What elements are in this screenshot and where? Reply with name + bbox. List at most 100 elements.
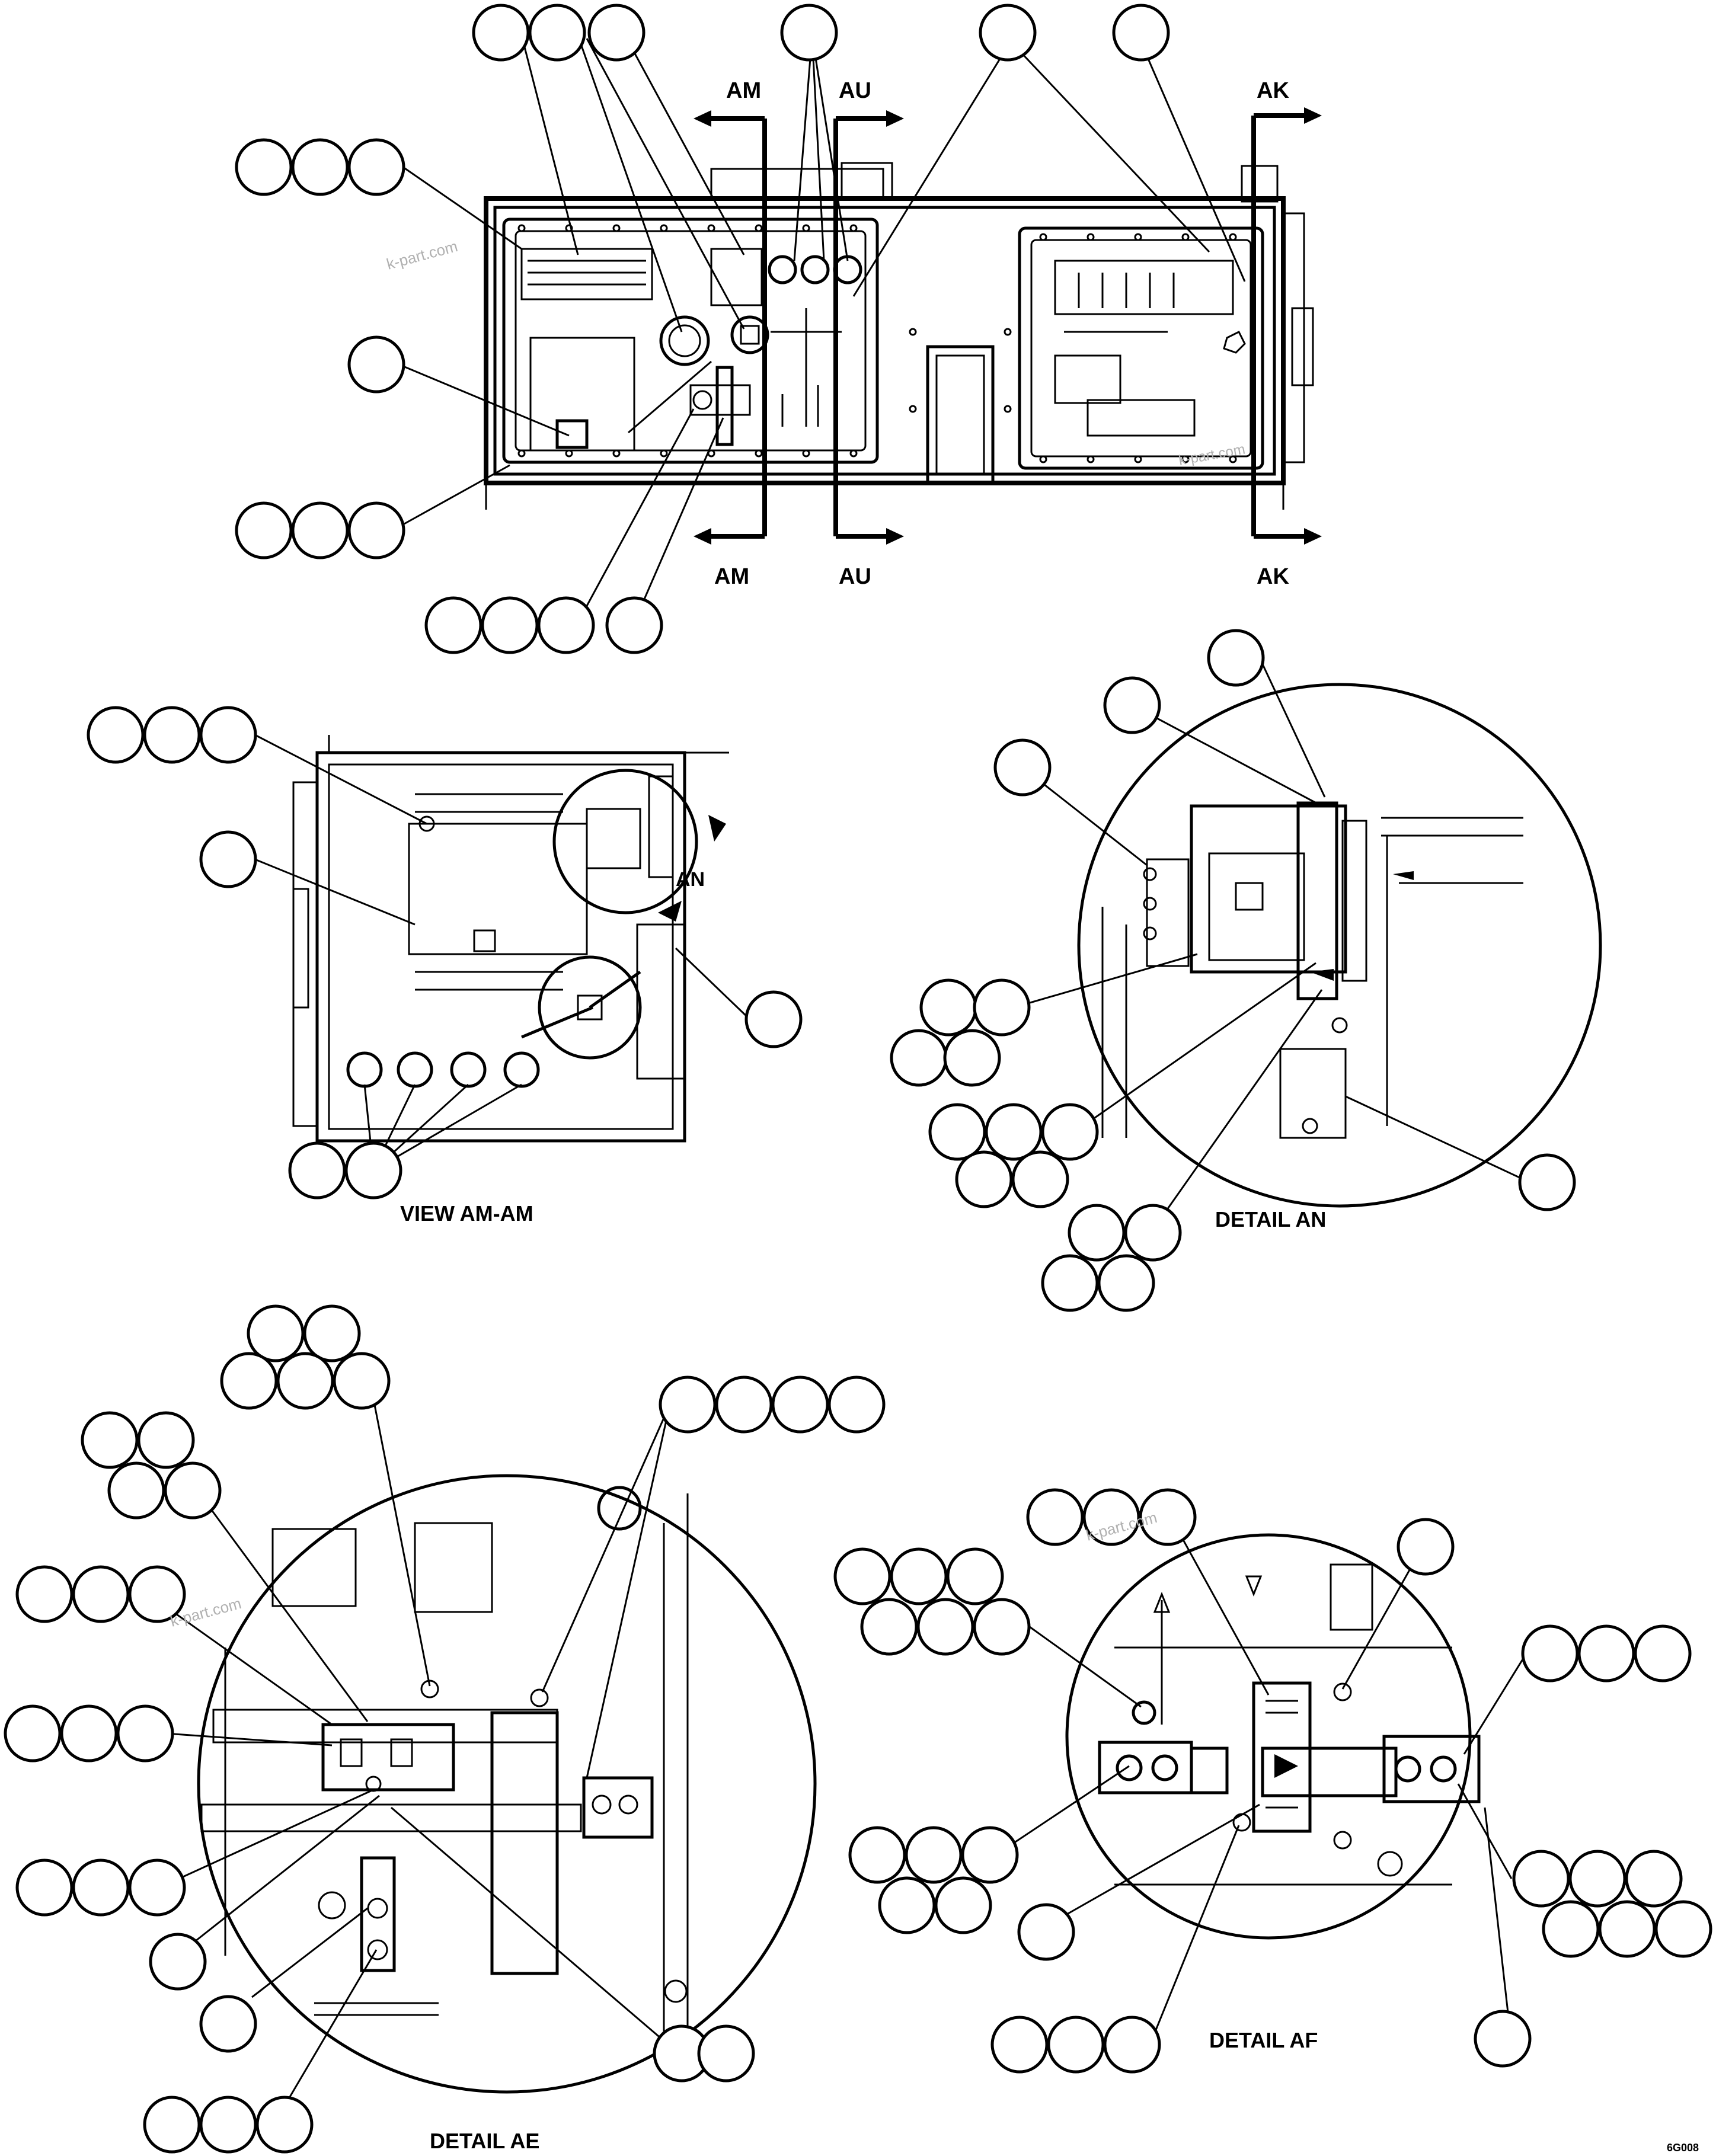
circle-icon bbox=[199, 830, 257, 888]
hex-bolt bbox=[420, 1680, 439, 1698]
gland bbox=[318, 1891, 346, 1920]
busbar-lower bbox=[200, 1803, 582, 1832]
circle-icon bbox=[659, 1376, 717, 1434]
circle-icon bbox=[961, 1826, 1019, 1884]
hex-nut bbox=[1232, 1813, 1251, 1832]
switch-block bbox=[555, 419, 589, 449]
circle-icon bbox=[199, 2096, 257, 2154]
circle-icon bbox=[291, 501, 349, 559]
circle-icon bbox=[81, 1411, 139, 1469]
leader bbox=[369, 1383, 431, 1687]
detail-an-plate bbox=[648, 775, 674, 878]
contactor-housing bbox=[1190, 804, 1347, 974]
watermark: k-part.com bbox=[1177, 442, 1246, 469]
circle-icon bbox=[1474, 2010, 1532, 2068]
circle-icon bbox=[1026, 1488, 1084, 1546]
cable-gland bbox=[450, 1051, 487, 1088]
clamp-slot bbox=[390, 1738, 413, 1767]
circle-icon bbox=[979, 4, 1037, 62]
housing-inner-outline bbox=[493, 206, 1276, 476]
circle-icon bbox=[220, 1352, 278, 1410]
circle-icon bbox=[333, 1352, 391, 1410]
circle-icon bbox=[15, 1565, 74, 1623]
circle-icon bbox=[15, 1858, 74, 1917]
leader bbox=[586, 1404, 671, 1778]
circle-icon bbox=[1518, 1153, 1576, 1211]
leader bbox=[1341, 1546, 1424, 1690]
circle-icon bbox=[107, 1461, 165, 1520]
circle-icon bbox=[4, 1704, 62, 1762]
busbar-bolt bbox=[1430, 1755, 1457, 1783]
circle-icon bbox=[255, 2096, 314, 2154]
component-plate bbox=[529, 337, 635, 452]
top-rim bbox=[710, 168, 884, 200]
cable-gland bbox=[346, 1051, 383, 1088]
section-label-au-top: AU bbox=[839, 78, 871, 103]
circle-icon bbox=[137, 1411, 195, 1469]
arrow-icon bbox=[1304, 528, 1322, 545]
circle-icon bbox=[1521, 1624, 1579, 1682]
terminal-screw bbox=[1143, 926, 1157, 941]
contactor-window bbox=[1235, 882, 1264, 911]
caption-detail-an: DETAIL AN bbox=[1215, 1207, 1326, 1231]
busbar-bolt bbox=[1116, 1754, 1143, 1781]
top-view-bubbles bbox=[235, 4, 1170, 654]
left-panel-inner bbox=[515, 230, 867, 452]
breaker-body bbox=[636, 923, 686, 1080]
side-handle bbox=[1291, 307, 1314, 386]
circle-icon bbox=[771, 1376, 829, 1434]
circle-icon bbox=[291, 138, 349, 196]
circle-icon bbox=[934, 1876, 992, 1934]
terminal-screw bbox=[592, 1794, 612, 1815]
hex-nut bbox=[1223, 330, 1246, 354]
circle-icon bbox=[919, 978, 977, 1037]
pilot-light bbox=[768, 255, 797, 284]
breaker-handle bbox=[689, 384, 751, 416]
circle-icon bbox=[1598, 1900, 1656, 1958]
circle-icon bbox=[1082, 1488, 1140, 1546]
circle-icon bbox=[605, 596, 663, 654]
top-rim-tab bbox=[1241, 165, 1279, 203]
clamp-slot bbox=[340, 1738, 363, 1767]
circle-icon bbox=[128, 1565, 186, 1623]
side-bracket bbox=[1282, 212, 1305, 463]
leader bbox=[165, 1732, 333, 1746]
circle-icon bbox=[1047, 2016, 1105, 2074]
circle-icon bbox=[990, 2016, 1049, 2074]
caption-detail-af: DETAIL AF bbox=[1209, 2028, 1318, 2052]
clamp-right bbox=[1382, 1735, 1481, 1803]
circle-icon bbox=[116, 1704, 174, 1762]
leader bbox=[254, 858, 416, 926]
section-label-ak-top: AK bbox=[1257, 78, 1289, 103]
detail-ae: k-part.com DETAIL AE bbox=[4, 1304, 886, 2154]
terminal-screw bbox=[1143, 897, 1157, 911]
leader bbox=[391, 1806, 679, 2055]
circle-icon bbox=[87, 706, 145, 764]
insulator-left bbox=[1190, 1746, 1229, 1794]
screw bbox=[418, 815, 435, 832]
circle-icon bbox=[848, 1826, 906, 1884]
top-rim-tab bbox=[841, 162, 893, 200]
breaker-bar bbox=[715, 366, 734, 446]
gland bbox=[1377, 1851, 1403, 1877]
base-plate bbox=[1087, 399, 1196, 437]
relay-block bbox=[710, 248, 763, 306]
hex-nut bbox=[1333, 1682, 1352, 1701]
detail-ae-boundary bbox=[197, 1474, 817, 2094]
arrow-icon bbox=[1245, 1575, 1263, 1597]
circle-icon bbox=[1068, 1204, 1126, 1262]
arrow-icon bbox=[694, 110, 711, 127]
view-am-inner bbox=[328, 763, 674, 1130]
fuse-carrier bbox=[1252, 1681, 1312, 1833]
knob-square bbox=[473, 929, 496, 952]
circle-icon bbox=[303, 1304, 361, 1362]
view-am-side-rail bbox=[292, 781, 318, 1127]
circle-icon bbox=[973, 978, 1031, 1037]
circle-icon bbox=[199, 706, 257, 764]
upper-terminal bbox=[1330, 1563, 1373, 1631]
circle-icon bbox=[955, 1150, 1013, 1208]
leader bbox=[286, 1949, 378, 2101]
watermark: k-part.com bbox=[385, 237, 459, 273]
circle-icon bbox=[860, 1598, 918, 1656]
busbar-bolt bbox=[1151, 1754, 1178, 1781]
